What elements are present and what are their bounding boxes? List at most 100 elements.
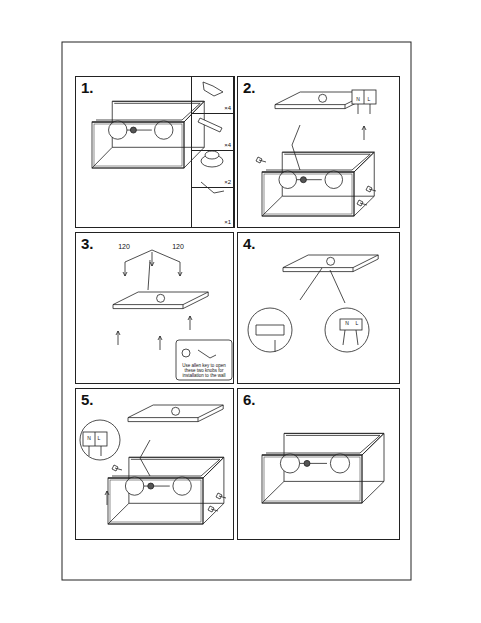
wire: [89, 446, 90, 456]
arrow-shaft: [118, 331, 119, 345]
note-box: [176, 340, 232, 380]
leader: [330, 270, 345, 303]
frame-back: [284, 433, 384, 481]
terminal-block: [83, 432, 107, 446]
terminal-label: N: [355, 97, 361, 103]
parts-cell: ×4: [191, 113, 235, 151]
knob-icon: [182, 349, 190, 357]
terminal-label: L: [366, 97, 372, 103]
bulb-holder: [294, 179, 322, 180]
frame-top-inner: [266, 435, 380, 453]
frame-top-inner: [96, 103, 200, 120]
frame-top: [108, 457, 224, 478]
step-panel: 1.×4×4×2×1: [75, 76, 234, 228]
allen-key-icon: [198, 350, 216, 358]
arrow-head: [123, 272, 127, 276]
bulb: [173, 477, 191, 495]
frame-edge: [354, 152, 374, 172]
plate-edge: [198, 405, 223, 422]
screw-shaft: [259, 160, 266, 162]
zoom-circle: [248, 308, 292, 352]
screw-shaft: [211, 509, 218, 511]
bulb: [330, 454, 349, 473]
arrow-head: [150, 262, 154, 266]
frame-edge: [362, 433, 384, 455]
arrow-shaft: [107, 491, 108, 505]
bulb: [125, 477, 143, 495]
arrow-shaft: [180, 262, 181, 276]
arrow-head: [362, 126, 366, 130]
frame-edge: [262, 196, 282, 216]
bulb: [280, 454, 299, 473]
frame-top: [262, 433, 384, 455]
wire: [275, 340, 276, 352]
connector-detail: [256, 325, 284, 335]
frame-front-inner: [94, 124, 182, 166]
wire: [343, 330, 345, 345]
terminal-label: L: [96, 436, 102, 442]
terminal-label: N: [344, 321, 350, 327]
socket: [130, 127, 136, 133]
arrow-head: [116, 331, 120, 335]
screw-shaft: [219, 496, 226, 498]
socket: [304, 460, 310, 466]
dimension-label: 120: [114, 243, 134, 251]
wire: [101, 446, 102, 456]
step-panel: 4.: [237, 232, 400, 384]
frame-edge: [203, 457, 224, 478]
wire: [148, 260, 150, 290]
quantity-label: ×4: [224, 142, 231, 148]
quantity-label: ×1: [224, 219, 231, 225]
wall-plug-icon: [198, 118, 222, 132]
terminal-divider: [364, 90, 365, 104]
frame-top-inner: [266, 154, 370, 170]
plate-hub: [319, 94, 327, 102]
arrow-shaft: [160, 336, 161, 350]
leader: [300, 268, 322, 300]
frame-edge: [203, 503, 224, 524]
frame-front: [262, 172, 354, 216]
arrow-head: [178, 272, 182, 276]
plate-edge: [353, 255, 378, 272]
frame-front-inner: [264, 174, 352, 214]
arrow-shaft: [190, 316, 191, 330]
wire: [292, 125, 300, 170]
step-number: 4.: [238, 233, 399, 251]
plate-edge: [283, 268, 353, 272]
frame-edge: [108, 503, 129, 524]
parts-cell: ×1: [191, 187, 235, 228]
arrow-shaft: [125, 262, 126, 276]
socket: [148, 483, 154, 489]
frame-front-inner: [264, 457, 360, 501]
note-text: Use allen key to open these two knobs fo…: [178, 364, 230, 379]
frame-top-inner: [112, 459, 220, 476]
frame-front: [92, 122, 184, 168]
arrow-head: [105, 491, 109, 495]
page-frame: [62, 42, 411, 580]
parts-cell: ×4: [191, 76, 235, 114]
frame-front: [262, 455, 362, 503]
quantity-label: ×2: [224, 179, 231, 185]
wire: [358, 104, 359, 114]
arrow-shaft: [364, 126, 365, 140]
frame-front: [262, 172, 354, 216]
terminal-label: N: [86, 436, 92, 442]
plate-hub: [157, 294, 165, 302]
frame-edge: [362, 481, 384, 503]
screw-shaft: [360, 203, 367, 205]
frame-edge: [92, 147, 112, 168]
frame-front-inner: [110, 480, 201, 522]
step-number: 2.: [238, 77, 399, 95]
plate-hub: [172, 407, 180, 415]
bulb: [279, 171, 297, 189]
frame-front: [108, 478, 203, 524]
frame-top: [262, 152, 374, 172]
zoom-circle: [325, 308, 369, 352]
step-number: 5.: [76, 389, 233, 407]
screw-shaft: [115, 468, 122, 470]
frame-front: [92, 122, 184, 168]
screw-shaft: [369, 189, 376, 191]
plate-edge: [275, 105, 345, 109]
arrow-head: [158, 336, 162, 340]
